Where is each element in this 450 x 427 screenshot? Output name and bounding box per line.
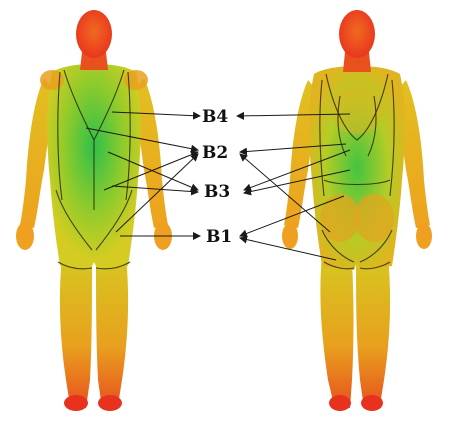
front-figure: [16, 10, 172, 411]
label-b3: B3: [204, 182, 230, 202]
back-right-hand: [416, 223, 432, 249]
back-right-glute: [354, 194, 394, 242]
zone-labels: B4 B2 B3 B1: [202, 107, 232, 247]
back-left-foot: [329, 395, 351, 411]
label-b4: B4: [202, 107, 228, 127]
front-head: [76, 10, 112, 58]
back-right-foot: [361, 395, 383, 411]
front-left-foot: [64, 395, 88, 411]
label-b2: B2: [202, 143, 228, 163]
front-right-foot: [98, 395, 122, 411]
back-left-leg: [320, 255, 353, 408]
back-right-leg: [356, 255, 390, 408]
front-left-leg: [60, 255, 92, 408]
back-head: [339, 10, 375, 58]
front-left-hand: [16, 222, 34, 250]
label-b1: B1: [206, 227, 232, 247]
front-right-leg: [96, 255, 128, 408]
back-left-hand: [282, 223, 298, 249]
